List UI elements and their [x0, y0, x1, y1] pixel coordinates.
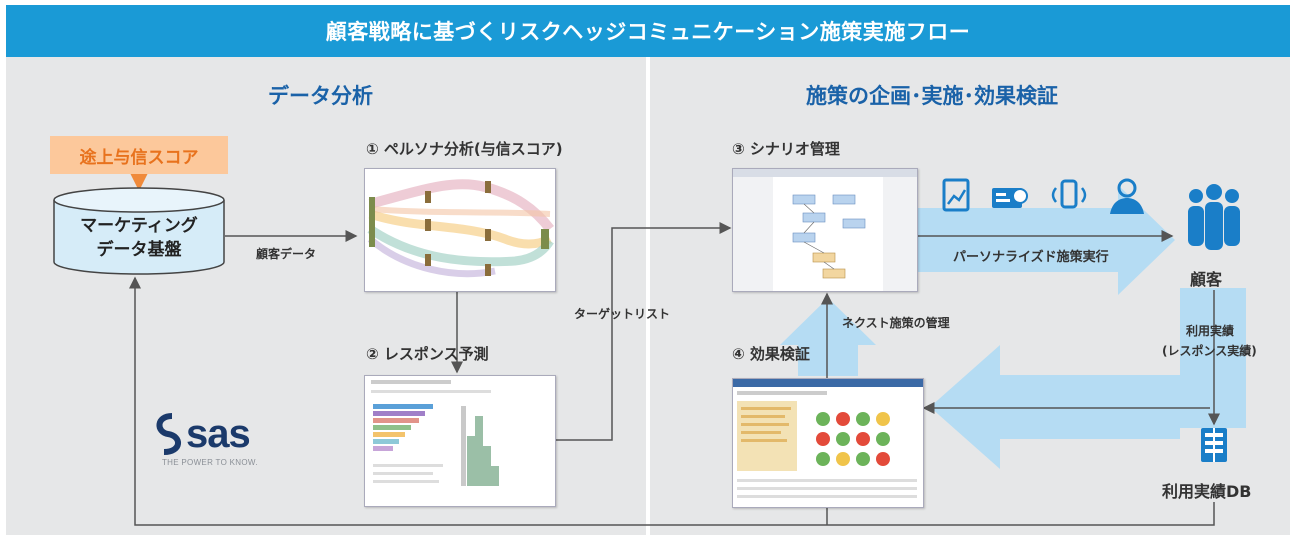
usage-results-label: 利用実績	[1186, 324, 1235, 338]
sas-logo: sas	[186, 412, 251, 456]
platform-line1: マーケティング	[80, 216, 198, 236]
database-icon	[1201, 428, 1227, 462]
response-results-label: (レスポンス実績)	[1162, 344, 1257, 358]
customers-icon	[1188, 184, 1240, 250]
chart-icon	[942, 178, 970, 212]
marketing-data-platform-label: マーケティング データ基盤	[54, 214, 224, 262]
campaign-heading: 施策の企画･実施･効果検証	[806, 84, 1058, 108]
response-prediction-screenshot	[364, 375, 556, 507]
usage-db-label: 利用実績DB	[1162, 482, 1252, 501]
response-prediction-label: ② レスポンス予測	[366, 345, 489, 363]
customer-data-label: 顧客データ	[256, 247, 317, 261]
effect-verification-screenshot	[732, 378, 924, 508]
persona-analysis-screenshot	[364, 168, 556, 292]
platform-line2: データ基盤	[96, 240, 182, 260]
data-analysis-heading: データ分析	[268, 84, 373, 108]
target-list-label: ターゲットリスト	[574, 307, 671, 321]
customer-label: 顧客	[1190, 270, 1223, 289]
scenario-management-screenshot	[732, 168, 918, 292]
page-title: 顧客戦略に基づくリスクヘッジコミュニケーション施策実施フロー	[6, 5, 1290, 57]
operator-icon	[1110, 178, 1144, 214]
effect-verification-label: ④ 効果検証	[732, 345, 810, 363]
personalized-campaign-label: パーソナライズド施策実行	[953, 250, 1109, 265]
in-progress-credit-score-box: 途上与信スコア	[50, 136, 228, 174]
next-campaign-label: ネクスト施策の管理	[842, 316, 950, 330]
sas-tagline: THE POWER TO KNOW.	[162, 458, 258, 467]
persona-analysis-label: ① ペルソナ分析(与信スコア)	[366, 140, 563, 158]
phone-icon	[1051, 179, 1087, 209]
scenario-management-label: ③ シナリオ管理	[732, 140, 840, 158]
credit-card-icon	[992, 188, 1028, 208]
